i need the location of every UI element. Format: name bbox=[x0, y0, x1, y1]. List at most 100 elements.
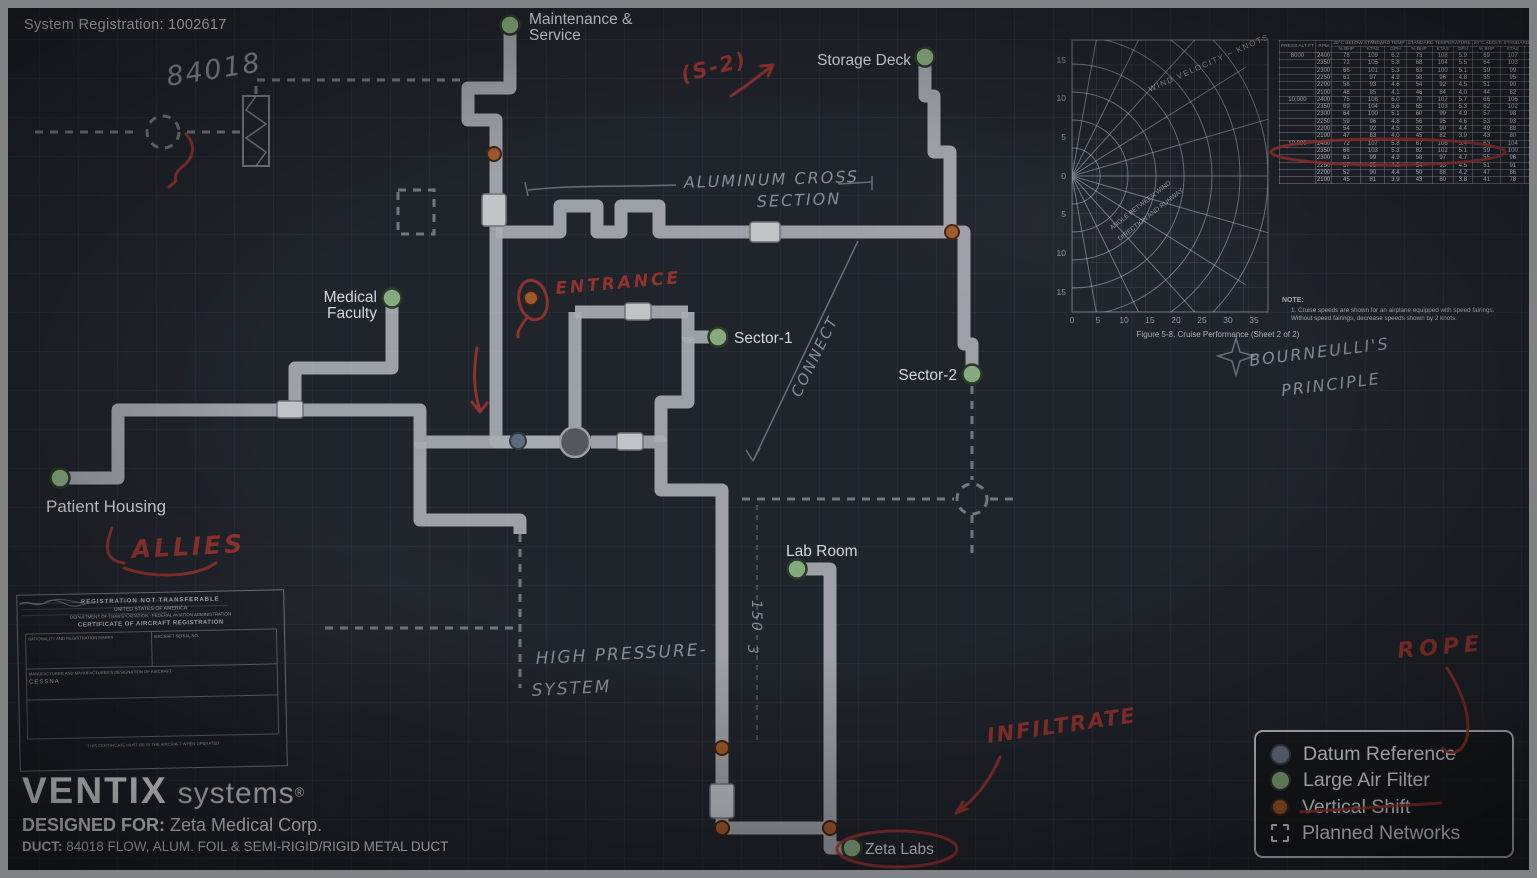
table-cell: 103 bbox=[1500, 59, 1526, 68]
table-cell: 92 bbox=[1360, 125, 1386, 134]
table-cell: 5.9 bbox=[1452, 52, 1473, 61]
table-cell: 69 bbox=[1331, 103, 1362, 112]
table-cell: 104 bbox=[1500, 139, 1526, 148]
table-cell bbox=[1279, 125, 1316, 134]
table-cell: 4.8 bbox=[1452, 73, 1473, 83]
table-cell: 90 bbox=[1431, 125, 1454, 134]
table-cell: 88 bbox=[1431, 168, 1454, 178]
legend-label: Large Air Filter bbox=[1303, 769, 1430, 792]
doc-footer: THIS CERTIFICATE MUST BE IN THE AIRCRAFT… bbox=[87, 740, 220, 749]
legend-item-planned-networks: Planned Networks bbox=[1270, 822, 1498, 845]
duct-spec-line: DUCT: 84018 FLOW, ALUM. FOIL & SEMI-RIGI… bbox=[22, 839, 448, 854]
table-cell: 4.3 bbox=[1524, 161, 1537, 170]
table-cell: 101 bbox=[1360, 66, 1386, 75]
table-cell: 57 bbox=[1331, 161, 1362, 170]
svg-text:15: 15 bbox=[1145, 315, 1155, 325]
table-cell: 5.6 bbox=[1524, 52, 1537, 61]
table-cell: 5.7 bbox=[1452, 95, 1473, 105]
table-cell: 63 bbox=[1405, 66, 1433, 75]
table-cell bbox=[1279, 132, 1316, 141]
cruise-table-body: 80002400781096.2731085.9691075.623507210… bbox=[1279, 52, 1537, 185]
table-cell: 80 bbox=[1500, 132, 1526, 141]
registration-certificate: REGISTRATION NOT TRANSFERABLE UNITED STA… bbox=[16, 589, 288, 772]
svg-text:15: 15 bbox=[1057, 55, 1067, 65]
svg-text:15: 15 bbox=[1057, 287, 1067, 297]
table-cell: 105 bbox=[1360, 59, 1386, 68]
table-cell: 43 bbox=[1471, 132, 1502, 141]
doc-field-serial-no: AIRCRAFT SERIAL NO. bbox=[19, 598, 276, 666]
table-cell: 86 bbox=[1500, 168, 1526, 178]
table-cell: 6.0 bbox=[1384, 95, 1407, 105]
table-cell: 2100 bbox=[1314, 88, 1333, 97]
table-cell: 4.5 bbox=[1524, 117, 1537, 127]
table-cell bbox=[1279, 146, 1316, 156]
table-cell: 4.7 bbox=[1524, 110, 1537, 119]
table-cell: 2400 bbox=[1314, 52, 1333, 61]
table-cell bbox=[1279, 168, 1316, 178]
table-cell: 58 bbox=[1405, 154, 1433, 163]
col-group-above-std: 20°C ABOVE STANDARD TEMP bbox=[1471, 39, 1537, 48]
table-cell: 72 bbox=[1331, 139, 1362, 148]
table-cell: 104 bbox=[1431, 59, 1454, 68]
table-cell: 61 bbox=[1331, 154, 1362, 163]
svg-text:5: 5 bbox=[1061, 209, 1066, 219]
table-cell: 66 bbox=[1331, 146, 1362, 156]
legend-item-air-filter: Large Air Filter bbox=[1270, 769, 1498, 792]
table-cell: 82 bbox=[1500, 88, 1526, 97]
table-cell: 5.8 bbox=[1384, 59, 1407, 68]
filter-symbol bbox=[242, 95, 270, 167]
table-cell: 46 bbox=[1405, 88, 1433, 97]
table-cell: 52 bbox=[1331, 168, 1362, 178]
table-cell: 4.9 bbox=[1452, 110, 1473, 119]
air-filter-swatch bbox=[1270, 770, 1291, 792]
table-cell: 3.9 bbox=[1384, 176, 1407, 185]
legend-label: Vertical Shift bbox=[1302, 795, 1411, 818]
table-cell: 4.5 bbox=[1524, 154, 1537, 163]
doc-field-registration-marks: NATIONALITY AND REGISTRATION MARKS bbox=[19, 599, 153, 669]
table-cell: 5.1 bbox=[1452, 66, 1473, 75]
table-cell: 90 bbox=[1500, 81, 1526, 90]
svg-text:5: 5 bbox=[1096, 315, 1101, 325]
table-cell: 5.2 bbox=[1524, 139, 1537, 148]
chart-x-ticks: 0 5 10 15 20 25 30 35 bbox=[1070, 315, 1259, 325]
table-cell: 2100 bbox=[1314, 176, 1333, 185]
table-cell: 59 bbox=[1331, 117, 1362, 127]
table-cell: 4.8 bbox=[1384, 117, 1407, 127]
table-cell: 5.6 bbox=[1384, 103, 1407, 112]
table-cell: 99 bbox=[1360, 154, 1386, 163]
table-cell: 93 bbox=[1360, 81, 1386, 90]
svg-text:35: 35 bbox=[1249, 315, 1259, 325]
brand-name: VENTIX bbox=[22, 770, 168, 811]
table-cell: 4.9 bbox=[1384, 73, 1407, 83]
table-cell: 2300 bbox=[1314, 66, 1333, 75]
label-maintenance-line2: Service bbox=[529, 27, 581, 44]
designed-for-label: DESIGNED FOR: bbox=[22, 815, 166, 835]
table-cell: 2200 bbox=[1314, 168, 1333, 178]
table-cell: 2250 bbox=[1314, 117, 1333, 127]
table-cell: 59 bbox=[1471, 146, 1502, 156]
table-cell: 96 bbox=[1360, 117, 1386, 127]
table-cell: 5.4 bbox=[1524, 95, 1537, 105]
svg-text:20: 20 bbox=[1171, 315, 1181, 325]
table-cell: 4.0 bbox=[1452, 88, 1473, 97]
table-cell: 43 bbox=[1405, 176, 1433, 185]
table-cell: 54 bbox=[1405, 81, 1433, 90]
table-cell: 4.9 bbox=[1524, 146, 1537, 156]
table-cell: 2400 bbox=[1314, 95, 1333, 105]
table-cell: 99 bbox=[1500, 66, 1526, 75]
col-header-press-alt: PRESS ALT FT bbox=[1279, 39, 1316, 54]
table-cell: 45 bbox=[1331, 176, 1362, 185]
table-cell: 65 bbox=[1405, 103, 1433, 112]
duct-value: 84018 FLOW, ALUM. FOIL & SEMI-RIGID/RIGI… bbox=[66, 839, 449, 854]
table-cell: 108 bbox=[1431, 52, 1454, 61]
table-cell: 108 bbox=[1360, 95, 1386, 105]
table-cell: 3.8 bbox=[1524, 132, 1537, 141]
